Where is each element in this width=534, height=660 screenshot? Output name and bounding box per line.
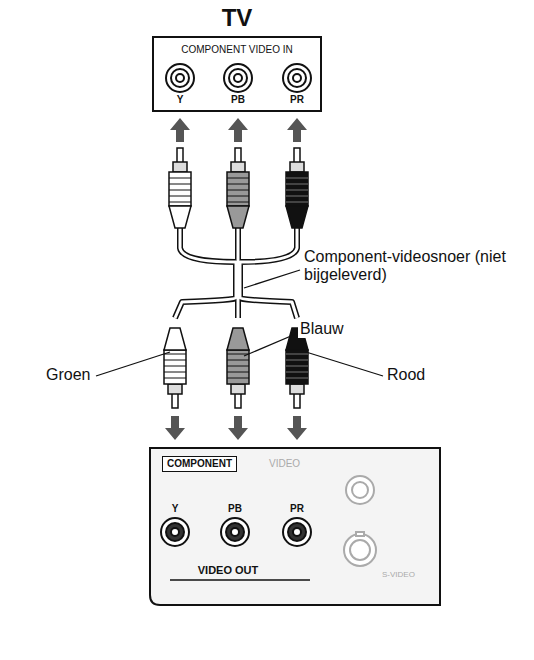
plug-boot <box>227 328 249 350</box>
jack-label: PR <box>288 94 306 106</box>
rca-plug <box>227 148 249 228</box>
component-text: COMPONENT <box>167 458 232 470</box>
plug-ridge <box>286 202 308 203</box>
plug-ridge <box>227 196 249 197</box>
plug-boot <box>169 206 191 228</box>
output-label-grey: S-VIDEO <box>380 570 417 579</box>
rca-plug <box>169 148 191 228</box>
output-label: VIDEO OUT <box>198 564 259 577</box>
plug-ridge <box>164 354 186 355</box>
plug-ridge <box>169 196 191 197</box>
plug-part <box>169 172 191 206</box>
plug-ridge <box>286 354 308 355</box>
plug-part <box>231 384 245 394</box>
plug-ridge <box>169 178 191 179</box>
plug-ridge <box>227 372 249 373</box>
tv-jacks <box>166 64 311 92</box>
rca-plugs <box>164 148 308 408</box>
jack-label: Y <box>175 94 186 106</box>
tv-title: TV <box>222 4 253 32</box>
plug-ridge <box>169 190 191 191</box>
jack-label: PB <box>229 94 247 106</box>
plug-part <box>286 172 308 206</box>
plug-ridge <box>286 360 308 361</box>
plug-ridge <box>164 366 186 367</box>
device-panel <box>150 448 440 605</box>
plug-ridge <box>164 378 186 379</box>
plug-part <box>290 384 304 394</box>
plug-part <box>173 162 187 172</box>
plug-ridge <box>227 184 249 185</box>
plug-part <box>286 350 308 384</box>
plug-ridge <box>227 360 249 361</box>
leader-lines <box>96 270 383 376</box>
plug-ridge <box>286 178 308 179</box>
jack-label: Y <box>170 503 181 515</box>
plug-part <box>164 350 186 384</box>
cable-wires <box>175 228 297 318</box>
plug-ridge <box>227 178 249 179</box>
plug-ridge <box>164 360 186 361</box>
color-callout: Blauw <box>298 320 346 338</box>
direction-arrows <box>165 118 307 440</box>
rca-plug <box>227 328 249 408</box>
color-callout: Rood <box>385 366 427 384</box>
jack-label: PR <box>288 503 306 515</box>
output-label-grey: VIDEO <box>267 458 302 470</box>
plug-ridge <box>286 196 308 197</box>
color-callout: Groen <box>44 366 92 384</box>
cable-callout: Component-videosnoer (niet bijgeleverd) <box>302 248 526 285</box>
component-tag: COMPONENT <box>162 456 237 472</box>
plug-ridge <box>169 202 191 203</box>
plug-boot <box>286 206 308 228</box>
plug-part <box>231 162 245 172</box>
plug-boot <box>164 328 186 350</box>
device-panel-node: VIDEO OUT COMPONENT <box>150 448 440 605</box>
plug-ridge <box>286 366 308 367</box>
jack-label: PB <box>226 503 244 515</box>
plug-part <box>290 162 304 172</box>
plug-part <box>227 172 249 206</box>
plug-ridge <box>286 372 308 373</box>
plug-ridge <box>286 190 308 191</box>
plug-ridge <box>169 184 191 185</box>
rca-plug <box>164 328 186 408</box>
input-title: COMPONENT VIDEO IN <box>181 44 293 56</box>
plug-ridge <box>286 184 308 185</box>
plug-boot <box>227 206 249 228</box>
plug-ridge <box>227 378 249 379</box>
plug-ridge <box>286 378 308 379</box>
rca-plug <box>286 328 308 408</box>
plug-ridge <box>227 366 249 367</box>
plug-ridge <box>164 372 186 373</box>
rca-plug <box>286 148 308 228</box>
plug-part <box>168 384 182 394</box>
plug-ridge <box>227 354 249 355</box>
plug-ridge <box>227 190 249 191</box>
plug-ridge <box>227 202 249 203</box>
